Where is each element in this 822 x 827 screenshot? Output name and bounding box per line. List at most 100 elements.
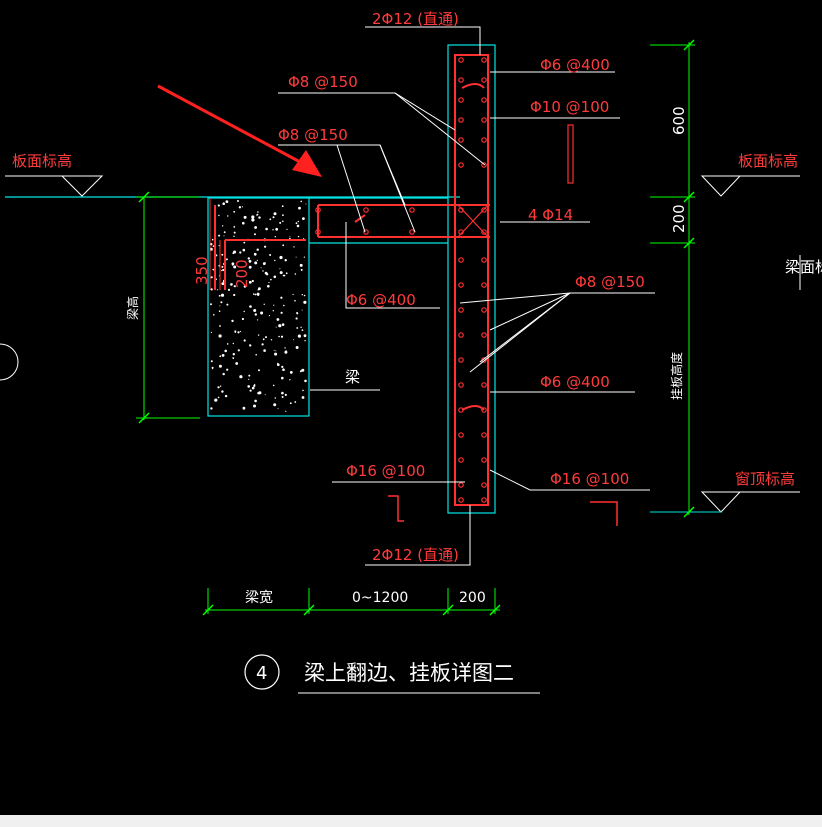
concrete-speckle <box>210 331 212 333</box>
rebar-dot <box>458 207 464 213</box>
concrete-speckle <box>241 317 244 321</box>
concrete-speckle <box>282 274 285 277</box>
concrete-speckle <box>210 360 213 363</box>
concrete-speckle <box>294 401 297 403</box>
concrete-speckle <box>251 386 255 390</box>
concrete-speckle <box>282 220 284 223</box>
concrete-speckle <box>210 288 213 291</box>
concrete-speckle <box>258 369 260 372</box>
concrete-speckle <box>273 403 277 407</box>
concrete-speckle <box>289 402 292 405</box>
concrete-speckle <box>282 368 285 372</box>
concrete-speckle <box>303 294 306 297</box>
rebar-dot <box>458 307 464 313</box>
concrete-speckle <box>268 315 270 317</box>
concrete-speckle <box>248 280 252 284</box>
concrete-speckle <box>231 264 234 266</box>
detail-title-text: 梁上翻边、挂板详图二 <box>304 661 514 685</box>
concrete-speckle <box>277 408 279 410</box>
concrete-speckle <box>237 349 240 352</box>
concrete-speckle <box>254 293 257 296</box>
concrete-speckle <box>210 276 213 279</box>
label-bottom-through-bars: 2Φ12 (直通) <box>372 546 459 564</box>
rebar-dot <box>481 77 487 83</box>
rebar-dot <box>315 207 321 213</box>
concrete-speckle <box>251 215 255 219</box>
bottom-scroll-strip <box>0 815 822 827</box>
rebar-dot <box>481 457 487 463</box>
concrete-speckle <box>226 368 229 371</box>
concrete-speckle <box>234 331 237 333</box>
concrete-speckle <box>210 243 213 246</box>
concrete-speckle <box>281 205 284 208</box>
label-dim-350: 350 <box>193 256 211 285</box>
detail-title: 4 梁上翻边、挂板详图二 <box>244 654 540 694</box>
concrete-speckle <box>227 288 231 291</box>
concrete-speckle <box>218 245 220 247</box>
rebar-dot <box>458 77 464 83</box>
label-dim-200-bottom: 200 <box>459 590 486 606</box>
partial-circle-left <box>0 343 19 381</box>
concrete-speckle <box>273 304 275 306</box>
rebar-dot <box>458 382 464 388</box>
concrete-speckle <box>284 259 287 262</box>
concrete-speckle <box>297 220 299 223</box>
concrete-speckle <box>218 364 222 368</box>
concrete-speckle <box>298 206 301 210</box>
concrete-speckle <box>279 268 281 270</box>
concrete-speckle <box>272 229 274 231</box>
concrete-speckle <box>265 227 268 231</box>
concrete-speckle <box>216 289 219 291</box>
concrete-speckle <box>221 253 224 256</box>
concrete-speckle <box>213 314 215 316</box>
concrete-speckle <box>302 389 304 392</box>
concrete-speckle <box>239 330 241 333</box>
rebar-dot <box>458 482 464 488</box>
concrete-speckle <box>253 293 255 295</box>
concrete-speckle <box>256 259 258 261</box>
rebar-dot <box>481 97 487 103</box>
concrete-speckle <box>293 339 294 341</box>
concrete-speckle <box>270 339 273 341</box>
concrete-speckle <box>211 368 213 370</box>
concrete-speckle <box>262 270 264 272</box>
label-dim-600: 600 <box>670 106 688 135</box>
concrete-speckle <box>296 224 300 228</box>
concrete-speckle <box>278 324 282 328</box>
concrete-speckle <box>295 256 297 258</box>
concrete-speckle <box>264 245 267 248</box>
concrete-speckle <box>248 265 252 269</box>
concrete-speckle <box>296 312 299 315</box>
concrete-speckle <box>251 279 254 283</box>
concrete-speckle <box>248 259 252 263</box>
concrete-speckle <box>254 313 257 316</box>
concrete-speckle <box>222 372 225 376</box>
rebar-lines <box>214 54 618 526</box>
concrete-speckle <box>279 221 282 224</box>
concrete-speckle <box>243 339 246 342</box>
rebar-dot <box>458 162 464 168</box>
rebar-dot <box>458 137 464 143</box>
label-slab-tie: Φ6 @400 <box>346 291 416 309</box>
concrete-speckle <box>251 218 255 222</box>
concrete-speckle <box>239 375 243 379</box>
concrete-speckle <box>221 270 223 272</box>
rebar-dot <box>458 97 464 103</box>
concrete-speckle <box>254 383 256 386</box>
label-beam-height: 梁高 <box>125 296 140 320</box>
rebar-dot <box>458 407 464 413</box>
concrete-speckle <box>224 349 227 353</box>
concrete-speckle <box>248 378 250 380</box>
concrete-speckle <box>254 261 258 265</box>
concrete-speckle <box>254 226 257 229</box>
concrete-speckle <box>301 309 303 311</box>
concrete-speckle <box>301 396 305 399</box>
label-hang-tie: Φ6 @400 <box>540 373 610 391</box>
concrete-speckle <box>303 256 305 258</box>
concrete-speckle <box>247 257 250 260</box>
concrete-speckle <box>243 285 247 288</box>
concrete-speckle <box>225 258 228 261</box>
concrete-speckle <box>302 217 305 221</box>
concrete-speckle <box>257 334 260 336</box>
